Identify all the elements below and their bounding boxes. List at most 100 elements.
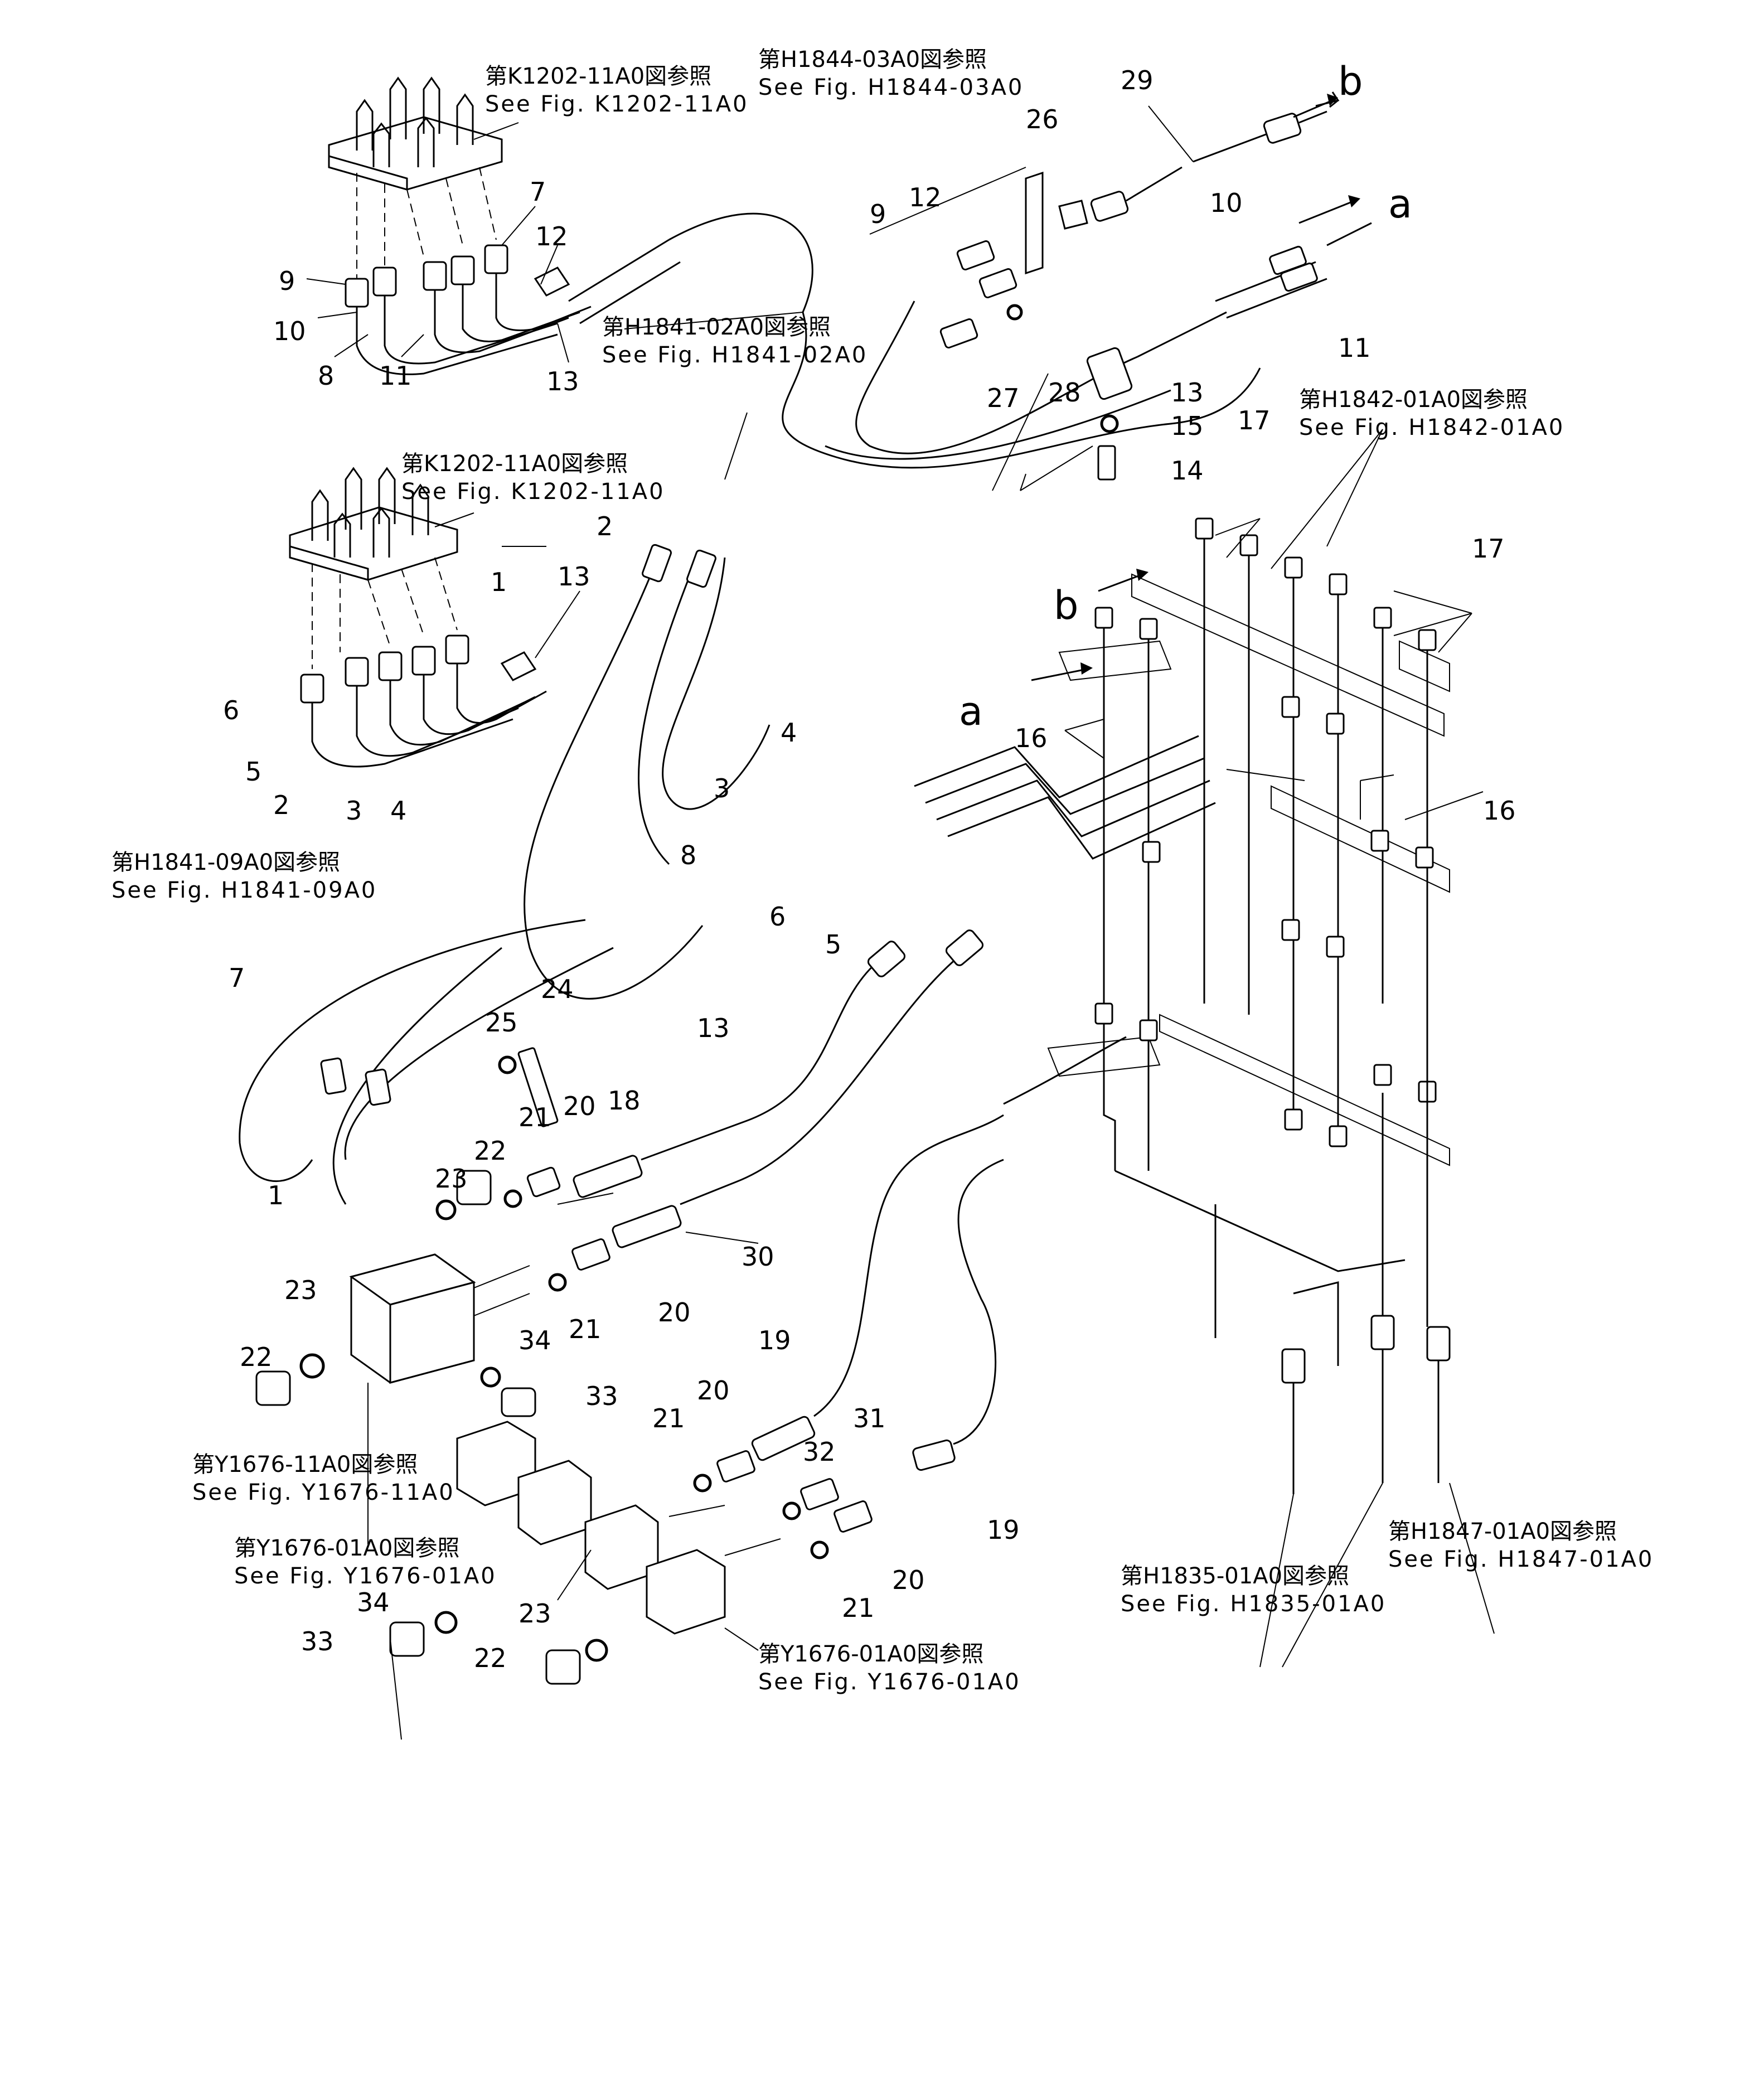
callout-3: 3: [346, 796, 362, 826]
pipe-end-fittings: [1281, 1059, 1451, 1494]
callout-31: 31: [853, 1403, 886, 1433]
callout-22-left: 22: [240, 1342, 273, 1372]
small-fittings: [255, 1047, 873, 1685]
ref-h1841-09-jp: 第H1841-09A0図参照: [112, 850, 340, 875]
top-cluster-dashed-guides: [356, 167, 497, 279]
callout-15: 15: [1171, 411, 1204, 441]
ref-h1842-en: See Fig. H1842-01A0: [1299, 415, 1564, 440]
callout-6-center: 6: [769, 902, 786, 932]
callout-1-mid: 1: [491, 567, 507, 597]
mid-hoses: [573, 929, 1127, 1471]
callout-7: 7: [530, 177, 546, 207]
ref-k1202-top-en: See Fig. K1202-11A0: [485, 91, 749, 117]
callout-25: 25: [485, 1007, 518, 1038]
control-valve-frame: [914, 517, 1472, 1366]
connection-a-top: a: [1388, 181, 1412, 227]
ref-y1676-11-en: See Fig. Y1676-11A0: [192, 1480, 455, 1505]
callout-12-right: 12: [909, 182, 942, 212]
callout-20-upper: 20: [563, 1091, 596, 1121]
connection-letter-labels: b a b a: [959, 59, 1412, 734]
callout-12: 12: [535, 221, 568, 251]
ref-y1676-11-jp: 第Y1676-11A0図参照: [192, 1452, 418, 1477]
callout-20-lower: 20: [697, 1375, 730, 1406]
callout-6: 6: [223, 695, 239, 725]
callout-21-bottom: 21: [842, 1593, 875, 1623]
callout-9-right: 9: [870, 199, 886, 229]
callout-7-left: 7: [229, 963, 245, 993]
callout-5-center: 5: [825, 929, 841, 960]
callout-4-center: 4: [781, 718, 797, 748]
ref-h1841-09-en: See Fig. H1841-09A0: [112, 878, 377, 903]
callout-10-right: 10: [1210, 188, 1243, 218]
callout-21-lower: 21: [652, 1403, 685, 1433]
callout-13-top: 13: [546, 366, 579, 396]
ref-h1835-jp: 第H1835-01A0図参照: [1121, 1563, 1349, 1589]
callout-22-upper: 22: [474, 1136, 507, 1166]
ref-y1676-01b-jp: 第Y1676-01A0図参照: [758, 1641, 983, 1667]
ref-k1202-mid-en: See Fig. K1202-11A0: [401, 479, 665, 505]
callout-13-mid: 13: [558, 561, 590, 592]
callout-22-lower: 22: [474, 1643, 507, 1673]
connection-arrows: [1031, 94, 1360, 681]
middle-cluster-hoses: [300, 634, 547, 768]
pilot-valve-top: [328, 76, 519, 191]
callout-2-hose: 2: [597, 511, 613, 541]
callout-20-mid: 20: [658, 1297, 691, 1327]
callout-33-lower: 33: [301, 1626, 334, 1656]
callout-8-hose: 8: [680, 840, 696, 870]
callout-32: 32: [803, 1437, 836, 1467]
leader-lines: [306, 105, 1495, 1740]
ref-y1676-01a-jp: 第Y1676-01A0図参照: [234, 1535, 459, 1561]
reference-callouts: 第K1202-11A0図参照 See Fig. K1202-11A0 第H184…: [112, 47, 1654, 1695]
ref-h1844-jp: 第H1844-03A0図参照: [758, 47, 987, 72]
connection-b-top: b: [1338, 59, 1363, 104]
ref-y1676-01b-en: See Fig. Y1676-01A0: [758, 1669, 1021, 1695]
top-cluster-hoses: [345, 212, 813, 375]
callout-20-bottom: 20: [892, 1565, 925, 1595]
callout-26: 26: [1026, 104, 1059, 134]
callout-33-upper: 33: [585, 1381, 618, 1411]
callout-19-right: 19: [987, 1515, 1020, 1545]
callout-1-lower: 1: [268, 1180, 284, 1210]
middle-cluster-dashed-guides: [312, 557, 458, 669]
ref-h1841-02-en: See Fig. H1841-02A0: [602, 342, 868, 368]
ref-k1202-top-jp: 第K1202-11A0図参照: [485, 64, 711, 89]
callout-17-top: 17: [1238, 405, 1271, 435]
valve-stack-y1676-01: [456, 1421, 781, 1635]
ref-h1835-en: See Fig. H1835-01A0: [1121, 1591, 1386, 1617]
callout-23-left: 23: [284, 1275, 317, 1305]
callout-2: 2: [273, 790, 289, 820]
callout-23-lower: 23: [518, 1598, 551, 1629]
ref-h1842-jp: 第H1842-01A0図参照: [1299, 387, 1528, 413]
callout-16-right: 16: [1483, 796, 1516, 826]
callout-8: 8: [318, 361, 334, 391]
ref-k1202-mid-jp: 第K1202-11A0図参照: [401, 451, 628, 477]
callout-13-right: 13: [1171, 377, 1204, 408]
ref-h1847-en: See Fig. H1847-01A0: [1388, 1547, 1654, 1572]
callout-13-center: 13: [697, 1013, 730, 1043]
callout-29: 29: [1121, 65, 1154, 95]
long-hose-loops: [239, 312, 1261, 1205]
callout-10: 10: [273, 316, 306, 346]
callout-24: 24: [541, 974, 574, 1004]
ref-y1676-01a-en: See Fig. Y1676-01A0: [234, 1563, 497, 1589]
callout-21-upper: 21: [518, 1102, 551, 1132]
hose-end-fittings: [320, 544, 716, 1106]
connection-a-frame: a: [959, 689, 983, 734]
callout-11: 11: [379, 361, 412, 391]
callout-9: 9: [279, 266, 295, 296]
callout-23-upper: 23: [435, 1164, 468, 1194]
ref-h1847-jp: 第H1847-01A0図参照: [1388, 1519, 1617, 1544]
ref-h1844-en: See Fig. H1844-03A0: [758, 75, 1024, 100]
connection-b-frame: b: [1054, 583, 1078, 628]
callout-19-left: 19: [758, 1325, 791, 1355]
pilot-valve-middle: [289, 467, 474, 581]
callout-11-right: 11: [1338, 333, 1371, 363]
callout-3-center: 3: [714, 773, 730, 803]
valve-block-y1676-11: [349, 1253, 530, 1384]
callout-16-left: 16: [1015, 723, 1048, 753]
callout-27: 27: [987, 383, 1020, 413]
callout-14: 14: [1171, 456, 1204, 486]
